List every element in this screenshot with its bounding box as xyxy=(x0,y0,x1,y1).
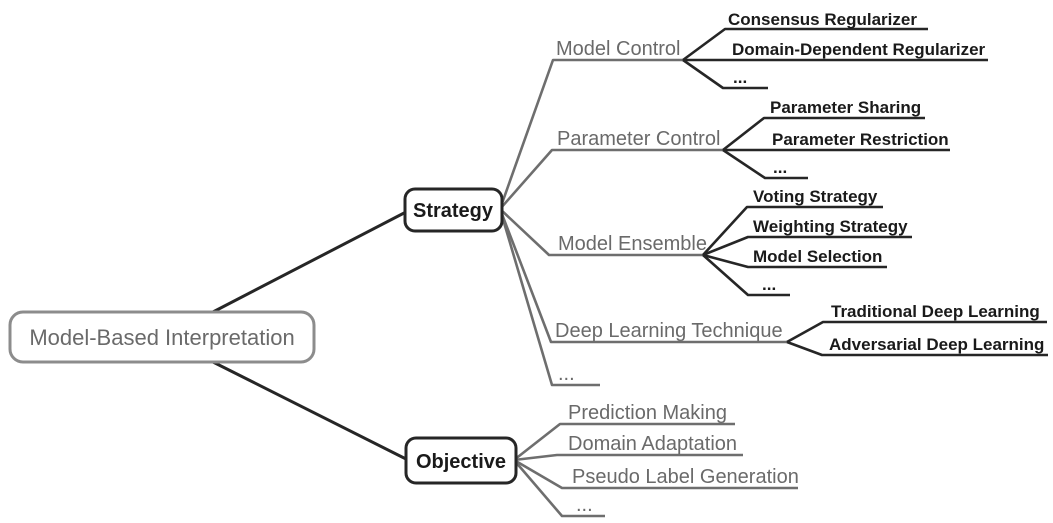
connector-strategy-model-ensemble xyxy=(499,208,703,257)
label-consensus-regularizer: Consensus Regularizer xyxy=(728,10,917,29)
label-model-control: Model Control xyxy=(556,38,681,60)
connector-root-strategy xyxy=(210,210,407,315)
connector-leaf-model-selection xyxy=(702,253,887,269)
objective-node-box xyxy=(404,436,518,485)
label-model-ensemble: Model Ensemble xyxy=(558,233,707,255)
connector-leaf-mc-ellipsis xyxy=(682,58,768,90)
label-domain-dependent-regularizer: Domain-Dependent Regularizer xyxy=(732,40,986,59)
label-model-selection: Model Selection xyxy=(753,247,882,266)
objective-node: Objective xyxy=(404,436,518,485)
label-strategy-ellipsis: ... xyxy=(558,363,575,385)
label-parameter-sharing: Parameter Sharing xyxy=(770,98,921,117)
label-deep-learning: Deep Learning Technique xyxy=(555,320,783,342)
label-prediction-making: Prediction Making xyxy=(568,402,727,424)
label-weighting-strategy: Weighting Strategy xyxy=(753,217,908,236)
connector-leaf-voting-strategy xyxy=(702,205,883,256)
label-me-ellipsis: ... xyxy=(762,275,776,294)
connector-objective-domain-adaptation xyxy=(513,453,743,462)
label-voting-strategy: Voting Strategy xyxy=(753,187,878,206)
label-objective-ellipsis: ... xyxy=(576,494,593,516)
label-parameter-restriction: Parameter Restriction xyxy=(772,130,949,149)
label-parameter-control: Parameter Control xyxy=(557,128,720,150)
connector-strategy-ellipsis xyxy=(498,208,600,387)
connector-root-objective xyxy=(210,359,407,461)
connector-leaf-weighting-strategy xyxy=(702,235,912,257)
connector-strategy-model-control xyxy=(498,58,683,210)
label-pc-ellipsis: ... xyxy=(773,158,787,177)
connector-strategy-parameter-control xyxy=(499,148,723,210)
connector-leaf-me-ellipsis xyxy=(702,254,790,297)
connector-objective-ellipsis xyxy=(513,459,605,518)
connector-leaf-pc-ellipsis xyxy=(722,148,808,180)
objective-node-label: Objective xyxy=(416,451,506,473)
root-node: Model-Based Interpretation xyxy=(8,310,316,364)
label-adversarial-deep-learning: Adversarial Deep Learning xyxy=(829,335,1044,354)
connector-objective-pseudo-label xyxy=(513,458,798,490)
label-domain-adaptation: Domain Adaptation xyxy=(568,433,737,455)
connector-leaf-consensus-regularizer xyxy=(682,27,928,62)
root-node-box xyxy=(8,310,316,364)
label-traditional-deep-learning: Traditional Deep Learning xyxy=(831,302,1040,321)
strategy-node-label: Strategy xyxy=(413,200,494,222)
connector-leaf-traditional-deep-learning xyxy=(786,320,1047,344)
connector-leaf-adversarial-deep-learning xyxy=(786,340,1048,357)
label-mc-ellipsis: ... xyxy=(733,68,747,87)
strategy-node-box xyxy=(403,187,504,233)
root-node-label: Model-Based Interpretation xyxy=(29,325,294,350)
connector-leaf-parameter-sharing xyxy=(722,116,925,152)
strategy-node: Strategy xyxy=(403,187,504,233)
connector-strategy-deep-learning xyxy=(498,208,787,344)
label-pseudo-label-generation: Pseudo Label Generation xyxy=(572,466,799,488)
connector-objective-prediction-making xyxy=(513,422,735,462)
